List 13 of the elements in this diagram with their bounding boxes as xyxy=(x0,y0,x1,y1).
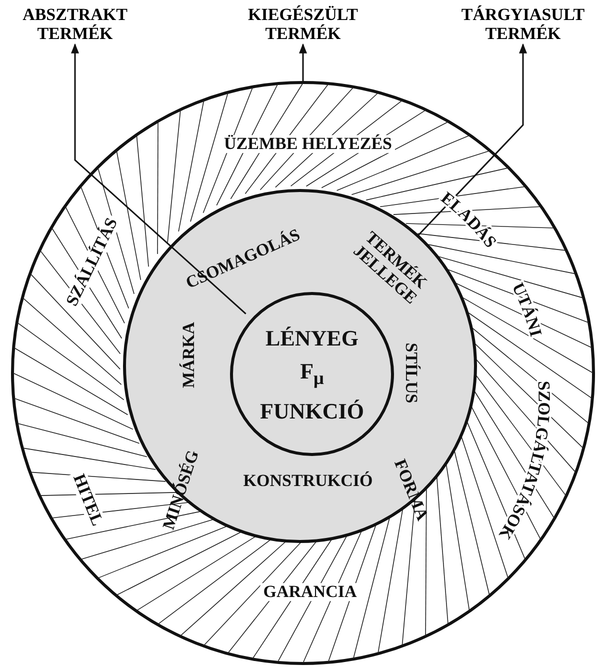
ring-label: F$_{μ}$ xyxy=(300,360,324,388)
ring-label: KONSTRUKCIÓ xyxy=(243,472,373,490)
ring-label: MÁRKA xyxy=(180,322,198,388)
arrow xyxy=(71,43,246,314)
ring-label: LÉNYEG xyxy=(266,326,358,350)
level-label: KIEGÉSZÜLT TERMÉK xyxy=(228,6,378,44)
ring-label: GARANCIA xyxy=(260,583,360,601)
level-label: TÁRGYIASULT TERMÉK xyxy=(448,6,598,44)
ring-label: STÍLUS xyxy=(402,342,420,404)
level-label: ABSZTRAKT TERMÉK xyxy=(0,6,150,44)
ring-label: FUNKCIÓ xyxy=(260,399,364,423)
arrow xyxy=(299,43,307,82)
arrow xyxy=(418,43,527,236)
